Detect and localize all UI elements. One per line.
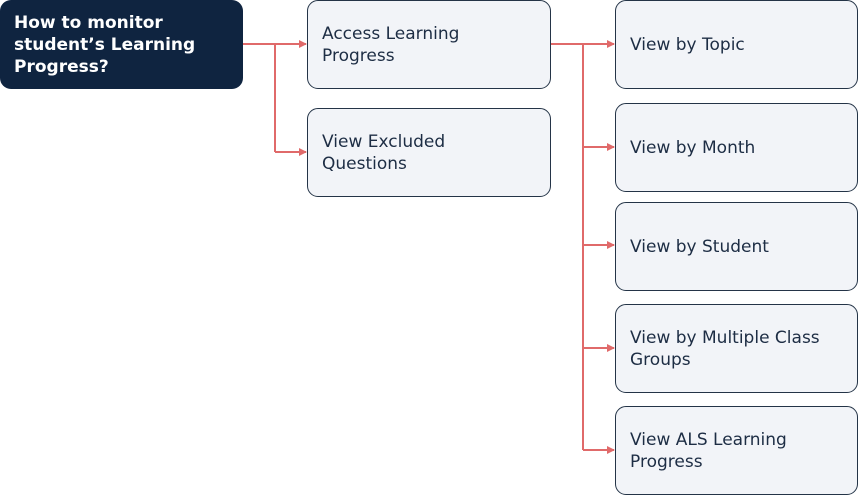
- node-view-by-topic[interactable]: View by Topic: [615, 0, 858, 89]
- node-view-als-learning-progress[interactable]: View ALS Learning Progress: [615, 406, 858, 495]
- node-view-by-month[interactable]: View by Month: [615, 103, 858, 192]
- node-view-excluded-questions[interactable]: View Excluded Questions: [307, 108, 551, 197]
- root-question-node: How to monitor student’s Learning Progre…: [0, 0, 243, 89]
- node-view-by-multiple-class-groups[interactable]: View by Multiple Class Groups: [615, 304, 858, 393]
- node-access-learning-progress[interactable]: Access Learning Progress: [307, 0, 551, 89]
- node-view-by-student[interactable]: View by Student: [615, 202, 858, 291]
